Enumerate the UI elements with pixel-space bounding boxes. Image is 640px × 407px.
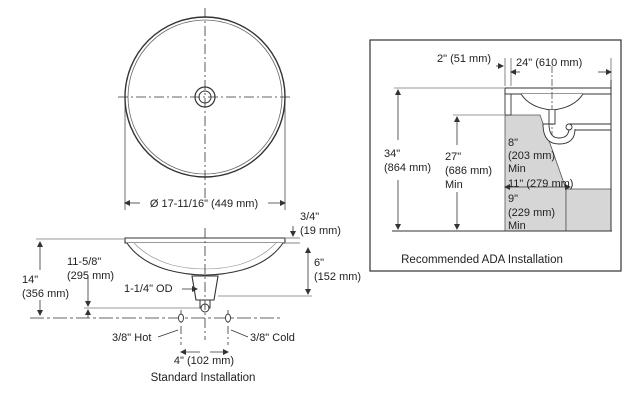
ada-panel: 2" (51 mm) 24" (610 mm) 34" (864 mm) 27"…: [369, 39, 622, 272]
ada-countertop: [504, 87, 612, 95]
rim-thickness-in: 3/4": [300, 211, 319, 223]
ada-t9-in: 9": [508, 193, 518, 205]
toe-clearance-area: [565, 188, 612, 232]
cold-leader: [230, 329, 249, 338]
ada-apron: [504, 93, 512, 116]
rim-height-mm: (356 mm): [22, 288, 69, 300]
standard-installation-caption: Standard Installation: [151, 372, 256, 384]
ada-panel-frame: [369, 39, 622, 272]
ada-supply-valve: [565, 123, 573, 131]
drain-height-in: 11-5/8": [67, 256, 101, 268]
ada-k8-in: 8": [508, 137, 518, 149]
diameter-label: Ø 17-11/16" (449 mm): [150, 198, 258, 210]
ada-toe-depth-label: 11" (279 mm): [508, 178, 573, 190]
basin-bowl: [126, 242, 284, 276]
cold-label: 3/8" Cold: [250, 332, 295, 344]
hot-supply-stop: [178, 313, 184, 323]
ada-k8-min: Min: [508, 163, 526, 175]
ada-top-offset-label: 2" (51 mm): [437, 53, 491, 65]
basin-rim: [124, 237, 286, 244]
ada-knee-mm: (686 mm): [445, 165, 492, 177]
ada-counter-in: 34": [384, 148, 400, 160]
hot-label: 3/8" Hot: [112, 332, 151, 344]
ada-caption: Recommended ADA Installation: [401, 254, 563, 266]
rim-height-in: 14": [22, 274, 38, 286]
drain-height-mm: (295 mm): [67, 270, 114, 282]
ada-k8-mm: (203 mm): [508, 150, 555, 162]
bowl-depth-mm: (152 mm): [314, 271, 361, 283]
ada-t9-min: Min: [508, 220, 526, 232]
spacing-label: 4" (102 mm): [174, 355, 234, 367]
ada-knee-min: Min: [445, 179, 463, 191]
cold-supply-stop: [225, 313, 231, 323]
bowl-depth-in: 6": [314, 257, 324, 269]
ada-depth-label: 24" (610 mm): [516, 57, 582, 69]
hot-leader: [157, 329, 179, 338]
ada-knee-in: 27": [445, 151, 461, 163]
rim-thickness-mm: (19 mm): [300, 225, 341, 237]
ada-p-trap: [542, 123, 612, 145]
ada-counter-mm: (864 mm): [384, 162, 431, 174]
side-view: 14" (356 mm) 11-5/8" (295 mm) 3/4" (19 m…: [22, 211, 361, 384]
drain-od-label: 1-1/4" OD: [124, 283, 173, 295]
top-view: Ø 17-11/16" (449 mm): [118, 8, 292, 210]
ada-drain-tail: [548, 110, 556, 125]
ada-t9-mm: (229 mm): [508, 207, 555, 219]
